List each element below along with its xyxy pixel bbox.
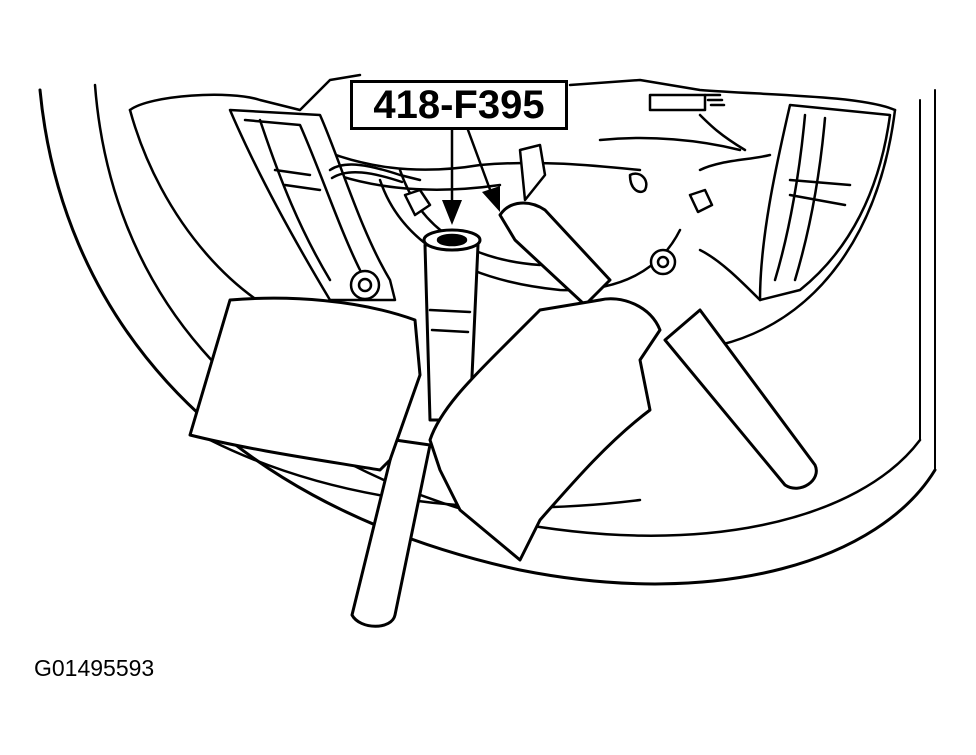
removal-tool-right-drawing <box>430 145 816 560</box>
removal-tool-left-drawing <box>190 230 480 626</box>
tool-number-callout: 418-F395 <box>350 80 568 130</box>
figure-id: G01495593 <box>34 655 155 681</box>
callout-arrow-icon <box>442 130 500 225</box>
right-spoke-bracket <box>630 95 890 300</box>
tool-number-label: 418-F395 <box>373 83 545 127</box>
left-spoke-bracket <box>230 110 430 300</box>
